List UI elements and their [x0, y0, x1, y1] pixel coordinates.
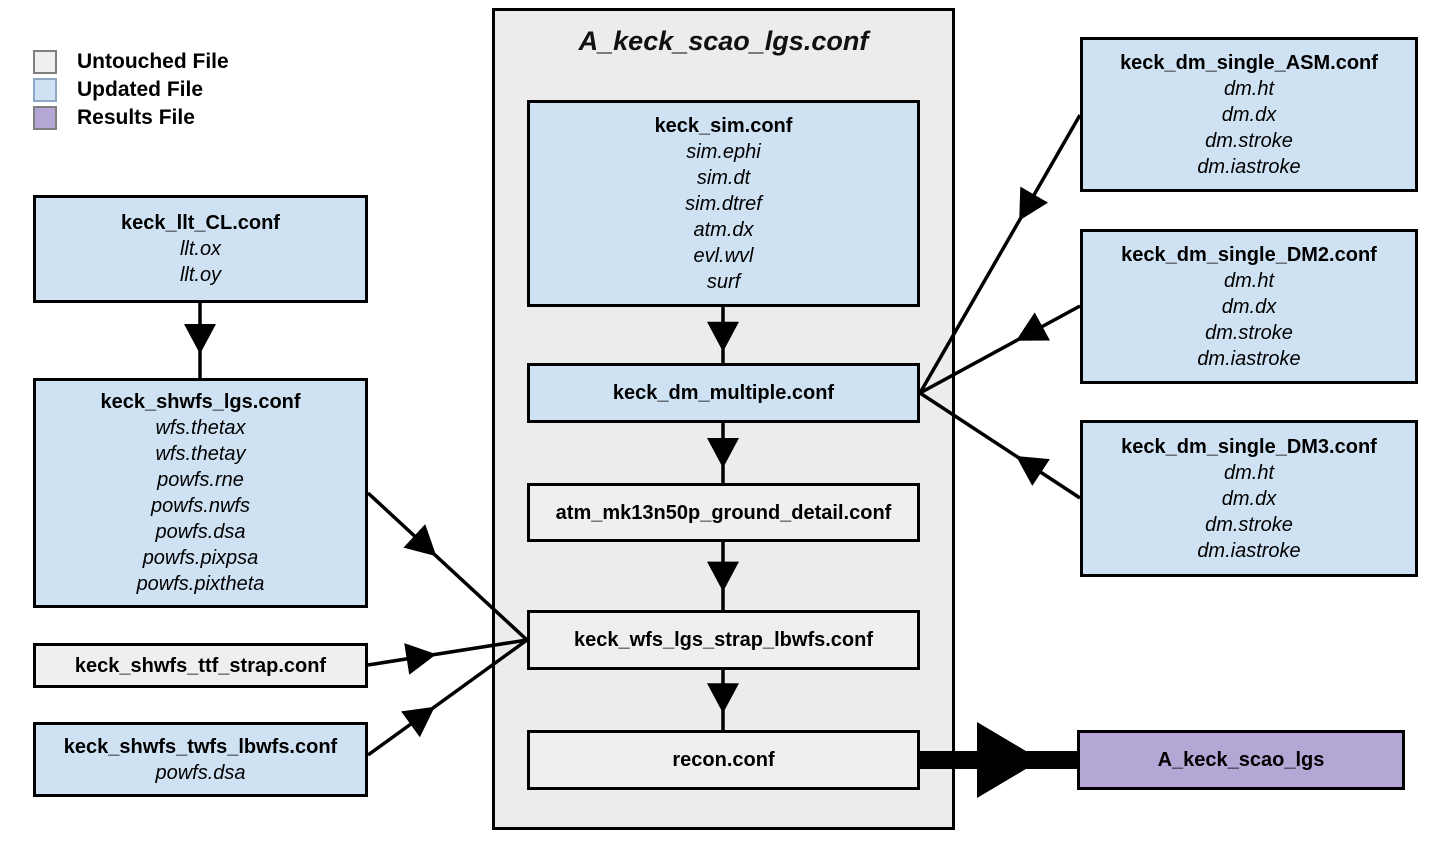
node-param: llt.oy: [179, 264, 222, 286]
edge-arrowhead-recon-to-result: [977, 722, 1041, 798]
node-param: dm.stroke: [1205, 321, 1293, 344]
node-title: keck_dm_multiple.conf: [612, 382, 835, 404]
legend-item-updated: Updated File: [33, 76, 229, 104]
edge-arrowhead-dm_asm-to-keck_dm_multiple: [1019, 186, 1049, 221]
main-config-title: A_keck_scao_lgs.conf: [578, 26, 869, 56]
node-param: wfs.thetay: [155, 443, 246, 465]
node-param: dm.dx: [1221, 487, 1277, 510]
edge-arrowhead-keck_wfs-to-recon: [707, 683, 739, 714]
node-title: keck_llt_CL.conf: [121, 212, 280, 234]
node-title: keck_wfs_lgs_strap_lbwfs.conf: [573, 629, 873, 651]
node-param: dm.ht: [1223, 269, 1275, 292]
node-param: dm.dx: [1221, 103, 1277, 126]
edge-arrowhead-atm_ground-to-keck_wfs: [707, 561, 739, 592]
edge-arrowhead-keck_dm_multiple-to-atm_ground: [707, 438, 739, 468]
node-title: keck_shwfs_ttf_strap.conf: [74, 654, 327, 677]
node-param: powfs.dsa: [155, 761, 246, 784]
node-dm_asm: keck_dm_single_ASM.conf dm.ht dm.dx dm.stro…: [1080, 37, 1418, 192]
legend-label: Results File: [77, 106, 195, 129]
node-param: sim.dt: [696, 166, 751, 189]
edge-dm_dm2-to-keck_dm_multiple: [919, 304, 1081, 395]
legend-item-results: Results File: [33, 104, 229, 132]
edge-keck_shwfs_ttf-to-keck_wfs: [367, 638, 528, 667]
node-keck_shwfs_lgs: keck_shwfs_lgs.conf wfs.thetax wfs.thetay p…: [33, 378, 368, 608]
node-param: dm.iastroke: [1197, 347, 1301, 370]
edge-dm_dm3-to-keck_dm_multiple: [919, 391, 1081, 500]
node-param: llt.ox: [179, 238, 222, 260]
legend: Untouched File Updated File Results File: [33, 48, 229, 132]
node-title: A_keck_scao_lgs: [1157, 749, 1325, 771]
node-param: dm.iastroke: [1197, 155, 1301, 178]
untouched-file-swatch-icon: [33, 50, 57, 74]
legend-label: Updated File: [77, 78, 204, 101]
node-param: evl.wvl: [693, 244, 754, 267]
edge-arrowhead-dm_dm3-to-keck_dm_multiple: [1016, 456, 1050, 486]
node-param: atm.dx: [693, 218, 754, 241]
node-title: keck_shwfs_lgs.conf: [100, 391, 301, 413]
edge-arrowhead-dm_dm2-to-keck_dm_multiple: [1016, 312, 1050, 341]
node-title: keck_dm_single_DM2.conf: [1121, 243, 1377, 266]
node-keck_sim: keck_sim.conf sim.ephi sim.dt sim.dtref atm.…: [527, 100, 920, 307]
node-param: dm.stroke: [1205, 129, 1293, 152]
node-atm_ground: atm_mk13n50p_ground_detail.conf: [527, 483, 920, 542]
node-dm_dm3: keck_dm_single_DM3.conf dm.ht dm.dx dm.stro…: [1080, 420, 1418, 577]
node-keck_dm_multiple: keck_dm_multiple.conf: [527, 363, 920, 423]
results-file-swatch-icon: [33, 106, 57, 130]
node-keck_wfs: keck_wfs_lgs_strap_lbwfs.conf: [527, 610, 920, 670]
edge-arrowhead-keck_shwfs_twfs-to-keck_wfs: [401, 706, 435, 738]
edge-arrowhead-keck_shwfs_ttf-to-keck_wfs: [404, 643, 437, 675]
node-param: dm.ht: [1223, 461, 1275, 484]
node-keck_llt: keck_llt_CL.conf llt.ox llt.oy: [33, 195, 368, 303]
node-title: keck_sim.conf: [654, 114, 793, 137]
node-param: surf: [706, 270, 741, 293]
node-param: dm.dx: [1221, 295, 1277, 318]
node-param: dm.ht: [1223, 77, 1275, 100]
edge-keck_shwfs_lgs-to-keck_wfs: [366, 491, 529, 642]
node-keck_shwfs_twfs: keck_shwfs_twfs_lbwfs.conf powfs.dsa: [33, 722, 368, 797]
node-keck_shwfs_ttf: keck_shwfs_ttf_strap.conf: [33, 643, 368, 688]
node-param: powfs.pixpsa: [142, 547, 259, 569]
node-dm_dm2: keck_dm_single_DM2.conf dm.ht dm.dx dm.stro…: [1080, 229, 1418, 384]
updated-file-swatch-icon: [33, 78, 57, 102]
node-param: powfs.pixtheta: [136, 573, 265, 595]
node-param: dm.stroke: [1205, 513, 1293, 536]
node-param: powfs.rne: [157, 469, 244, 491]
node-title: recon.conf: [672, 749, 775, 771]
node-title: keck_dm_single_ASM.conf: [1120, 51, 1378, 74]
edge-arrowhead-keck_llt-to-keck_shwfs_lgs: [184, 324, 216, 354]
node-param: dm.iastroke: [1197, 539, 1301, 562]
node-result: A_keck_scao_lgs: [1077, 730, 1405, 790]
node-title: keck_shwfs_twfs_lbwfs.conf: [63, 735, 338, 758]
node-recon: recon.conf: [527, 730, 920, 790]
edge-arrowhead-keck_shwfs_lgs-to-keck_wfs: [403, 524, 437, 557]
edge-dm_asm-to-keck_dm_multiple: [918, 114, 1082, 394]
edge-arrowhead-keck_sim-to-keck_dm_multiple: [707, 321, 739, 352]
node-param: sim.dtref: [685, 192, 762, 215]
node-param: wfs.thetax: [155, 417, 246, 439]
edge-keck_shwfs_twfs-to-keck_wfs: [366, 638, 529, 757]
node-title: keck_dm_single_DM3.conf: [1121, 435, 1377, 458]
legend-item-untouched: Untouched File: [33, 48, 229, 76]
node-title: atm_mk13n50p_ground_detail.conf: [555, 501, 892, 524]
legend-label: Untouched File: [77, 50, 229, 73]
node-param: powfs.nwfs: [151, 495, 250, 517]
node-param: sim.ephi: [686, 140, 761, 163]
node-param: powfs.dsa: [155, 521, 246, 543]
